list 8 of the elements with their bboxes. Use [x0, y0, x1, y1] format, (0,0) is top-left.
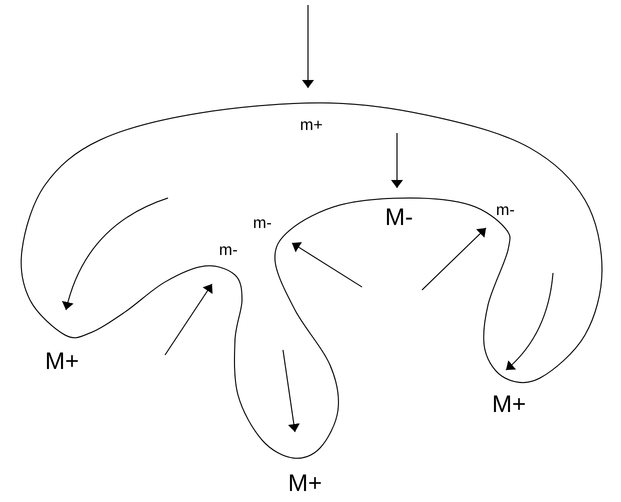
region-label: M-	[385, 206, 413, 230]
region-label: M+	[288, 472, 322, 496]
region-label: M+	[45, 350, 80, 374]
region-label: m+	[300, 118, 323, 134]
region-label: M+	[492, 393, 526, 417]
region-label: m-	[496, 203, 515, 219]
region-label: m-	[253, 216, 272, 232]
region-label: m-	[219, 243, 238, 259]
